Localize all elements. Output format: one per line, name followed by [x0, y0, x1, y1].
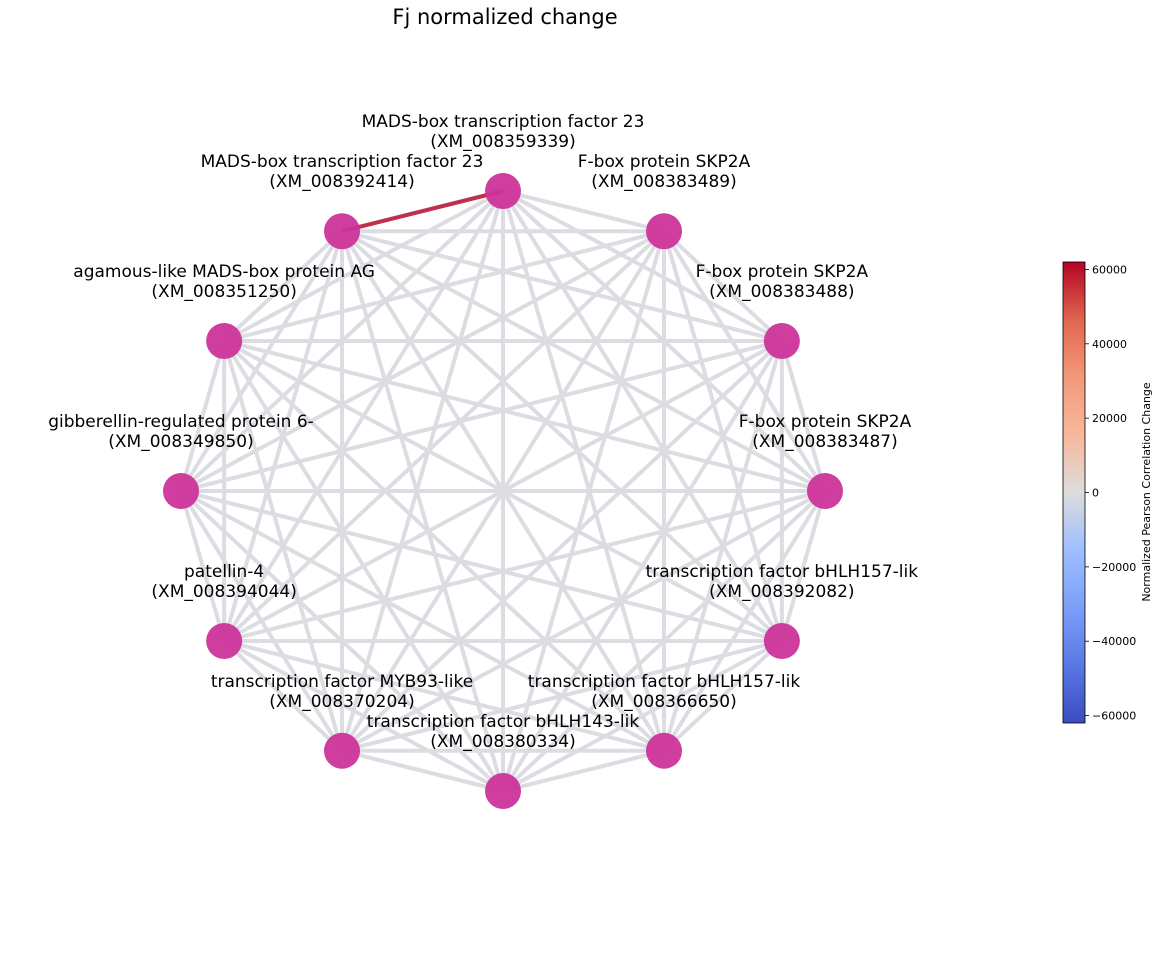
gene-node	[163, 473, 199, 509]
colorbar-tick-label: 40000	[1092, 338, 1127, 351]
node-label-name: patellin-4	[184, 562, 264, 582]
highlighted-edge	[341, 189, 504, 234]
edge	[222, 229, 344, 343]
gene-node	[206, 323, 243, 359]
node-label-id: (XM_008366650)	[591, 692, 736, 712]
edge	[340, 339, 784, 753]
edge	[340, 230, 505, 792]
node-label-name: transcription factor bHLH157-lik	[528, 672, 801, 692]
node-label-name: MADS-box transcription factor 23	[201, 152, 484, 172]
colorbar-gradient	[1062, 261, 1086, 724]
node-label-name: transcription factor MYB93-like	[211, 672, 473, 692]
edge	[501, 230, 666, 792]
chart-title: Fj normalized change	[392, 5, 617, 29]
gene-node	[646, 732, 682, 769]
edge	[662, 229, 784, 343]
gene-node	[485, 773, 521, 809]
gene-node	[646, 213, 682, 250]
node-label-id: (XM_008380334)	[430, 732, 575, 752]
edge	[179, 489, 344, 752]
node-label-id: (XM_008349850)	[108, 432, 253, 452]
edge	[341, 229, 826, 493]
edge	[222, 230, 344, 642]
edge	[179, 230, 344, 493]
edge	[341, 229, 783, 343]
gene-node	[807, 473, 843, 509]
colorbar-ticks: 60000 40000 20000 0 −20000 −40000 −60000	[1085, 263, 1136, 723]
gene-node	[324, 732, 360, 769]
node-label-name: transcription factor bHLH157-lik	[646, 562, 919, 582]
node-label-id: (XM_008392414)	[269, 172, 414, 192]
node-label-name: MADS-box transcription factor 23	[362, 112, 645, 132]
node-label-id: (XM_008383489)	[591, 172, 736, 192]
edge	[340, 190, 505, 752]
colorbar-tick-label: 20000	[1092, 412, 1127, 425]
edge	[222, 339, 666, 753]
edge	[222, 340, 344, 752]
node-label-name: transcription factor bHLH143-lik	[367, 712, 640, 732]
edge-layer	[179, 189, 827, 793]
node-label-name: F-box protein SKP2A	[739, 412, 912, 432]
edge	[341, 748, 504, 793]
node-label-layer: MADS-box transcription factor 23(XM_0083…	[48, 112, 918, 752]
edge	[502, 189, 665, 234]
edge	[223, 489, 826, 643]
node-label-name: gibberellin-regulated protein 6-	[48, 412, 314, 432]
node-layer	[163, 173, 843, 809]
edge	[779, 340, 827, 492]
colorbar-tick-label: 60000	[1092, 263, 1127, 276]
gene-node	[763, 623, 800, 659]
gene-node	[206, 623, 243, 659]
node-label-id: (XM_008351250)	[151, 282, 296, 302]
node-label-id: (XM_008383488)	[709, 282, 854, 302]
edge	[223, 339, 826, 493]
highlighted-edge-layer	[341, 189, 504, 234]
gene-node	[324, 213, 360, 250]
edge	[179, 490, 227, 642]
gene-node	[485, 173, 521, 209]
node-label-id: (XM_008383487)	[752, 432, 897, 452]
colorbar-label: Normalized Pearson Correlation Change	[1140, 382, 1153, 602]
node-label-id: (XM_008392082)	[709, 582, 854, 602]
edge	[180, 489, 783, 643]
colorbar-tick-label: −40000	[1092, 635, 1136, 648]
node-label-name: agamous-like MADS-box protein AG	[73, 262, 375, 282]
edge	[501, 190, 666, 752]
node-label-name: F-box protein SKP2A	[696, 262, 869, 282]
edge	[223, 639, 504, 793]
node-label-id: (XM_008370204)	[269, 692, 414, 712]
node-label-id: (XM_008394044)	[151, 582, 296, 602]
edge	[179, 340, 227, 492]
edge	[222, 229, 666, 643]
edge	[662, 639, 784, 753]
edge	[222, 339, 505, 793]
edge	[180, 339, 783, 493]
colorbar-tick-label: −20000	[1092, 561, 1136, 574]
gene-node	[763, 323, 800, 359]
colorbar-tick-label: 0	[1092, 487, 1099, 500]
edge	[340, 229, 784, 643]
edge	[502, 748, 665, 793]
edge	[180, 489, 665, 753]
edge	[222, 639, 344, 753]
edge	[340, 230, 666, 752]
colorbar: 60000 40000 20000 0 −20000 −40000 −60000 Norma…	[1062, 261, 1153, 724]
node-label-name: F-box protein SKP2A	[578, 152, 751, 172]
colorbar-tick-label: −60000	[1092, 710, 1136, 723]
edge	[779, 490, 827, 642]
node-label-id: (XM_008359339)	[430, 132, 575, 152]
